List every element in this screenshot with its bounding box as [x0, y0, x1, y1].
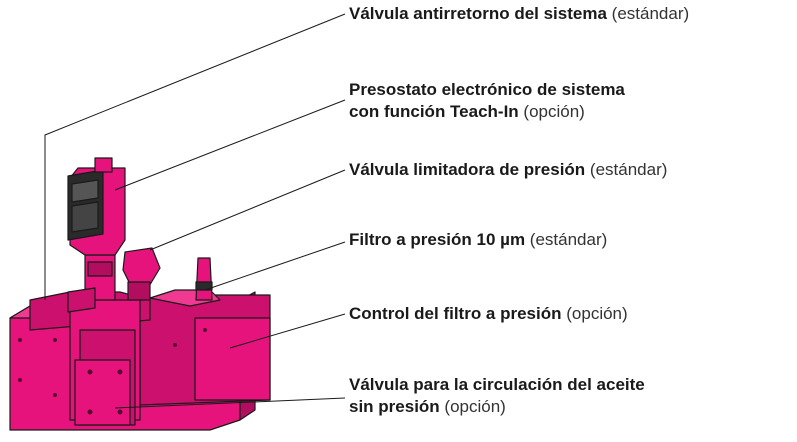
- switch-display: [71, 179, 99, 203]
- label-circulation-valve: Válvula para la circulación del aceite s…: [349, 374, 645, 418]
- leader-line-6: [114, 397, 346, 409]
- label-check-valve: Válvula antirretorno del sistema (estánd…: [349, 3, 689, 25]
- solenoid: [67, 287, 96, 313]
- label-relief-valve: Válvula limitadora de presión (estándar): [349, 159, 667, 181]
- label-circulation-valve-note: (opción): [444, 397, 506, 416]
- label-circulation-valve-bold-line2: sin presión: [349, 397, 440, 416]
- switch-nut: [87, 261, 113, 277]
- label-pressure-switch-bold-line2: con función Teach-In: [349, 102, 519, 121]
- label-relief-valve-bold: Válvula limitadora de presión: [349, 160, 586, 179]
- label-check-valve-bold: Válvula antirretorno del sistema: [349, 4, 607, 23]
- label-filter-control: Control del filtro a presión (opción): [349, 303, 628, 325]
- leader-line-4: [204, 241, 346, 291]
- filter-indicator: [195, 257, 213, 301]
- leader-line-2: [114, 99, 346, 191]
- leader-line-5: [229, 313, 346, 349]
- filter-indicator-band: [195, 281, 213, 291]
- relief-stem: [127, 281, 151, 301]
- leader-line-3: [149, 169, 346, 251]
- label-pressure-filter-bold: Filtro a presión 10 µm: [349, 230, 526, 249]
- label-filter-control-bold: Control del filtro a presión: [349, 304, 562, 323]
- label-pressure-filter-note: (estándar): [529, 230, 608, 249]
- switch-keys: [71, 201, 99, 233]
- label-pressure-switch-bold: Presostato electrónico de sistema: [349, 80, 625, 99]
- leader-line-1: [44, 13, 346, 300]
- label-relief-valve-note: (estándar): [589, 160, 668, 179]
- switch-connector: [94, 157, 113, 173]
- filter-housing-face: [194, 317, 271, 401]
- label-pressure-switch-note: (opción): [523, 102, 585, 121]
- label-pressure-switch: Presostato electrónico de sistema con fu…: [349, 79, 625, 123]
- label-check-valve-note: (estándar): [611, 4, 690, 23]
- bottom-valve-block: [74, 359, 131, 426]
- label-pressure-filter: Filtro a presión 10 µm (estándar): [349, 229, 607, 251]
- label-circulation-valve-bold: Válvula para la circulación del aceite: [349, 375, 645, 394]
- label-filter-control-note: (opción): [566, 304, 628, 323]
